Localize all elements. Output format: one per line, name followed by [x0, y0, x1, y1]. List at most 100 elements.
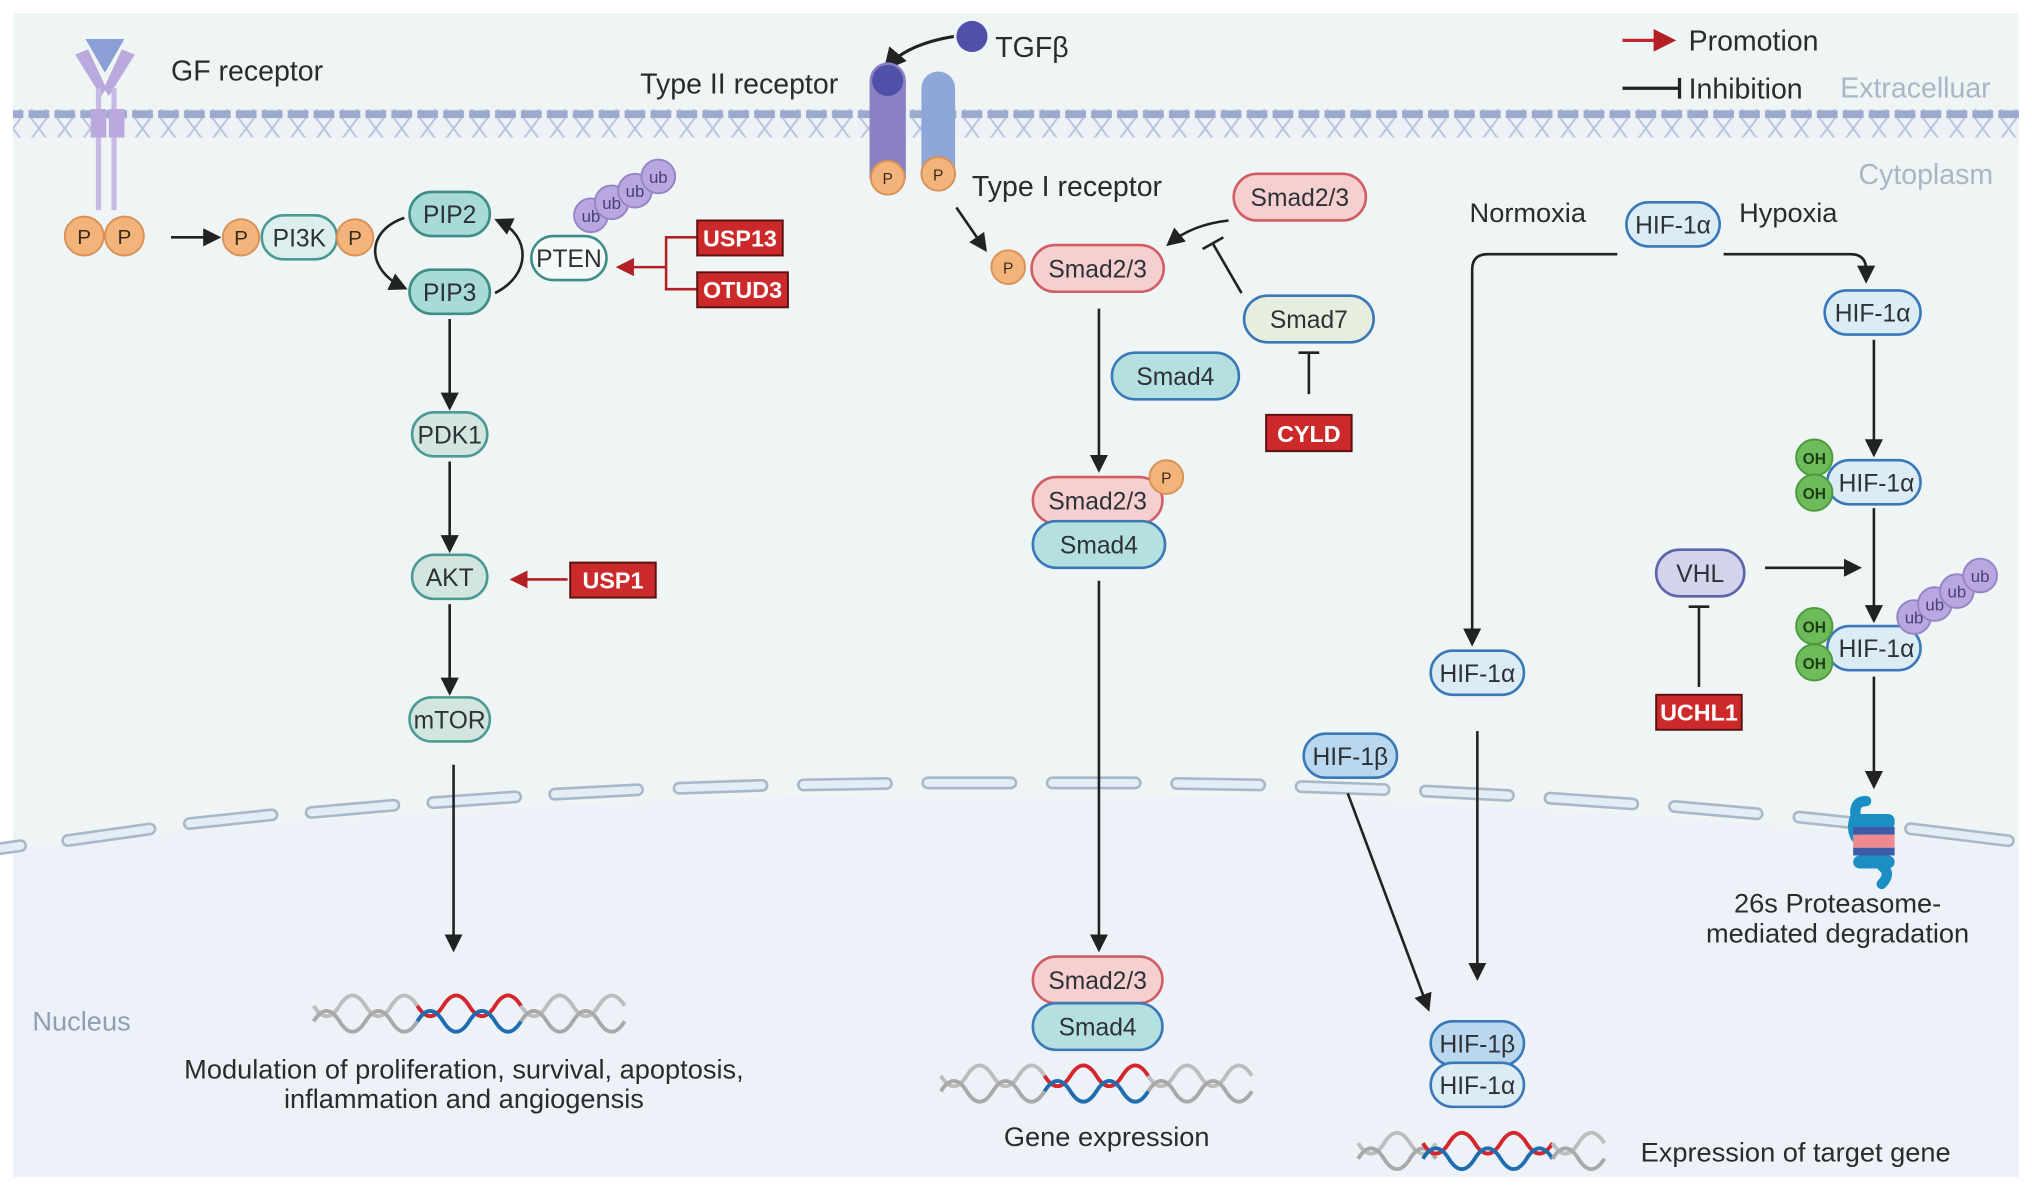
svg-text:PDK1: PDK1 [418, 422, 482, 449]
svg-text:ub: ub [1925, 596, 1944, 615]
vhl-node: VHL [1654, 548, 1746, 598]
usp1-box: USP1 [569, 561, 657, 599]
svg-text:P: P [933, 167, 943, 184]
svg-text:P: P [883, 171, 893, 188]
svg-text:OH: OH [1803, 451, 1826, 468]
uchl1-box: UCHL1 [1655, 693, 1743, 731]
svg-text:Smad2/3: Smad2/3 [1048, 488, 1147, 515]
hif1b-cytoplasm-node: HIF-1β [1302, 732, 1399, 780]
arrow-smad23-recruit [1166, 219, 1229, 247]
hif-outcome-label: Expression of target gene [1641, 1136, 1951, 1167]
otud3-box: OTUD3 [696, 271, 789, 309]
cyld-box: CYLD [1265, 413, 1353, 453]
type1-receptor-label: Type I receptor [972, 171, 1163, 203]
pi3k-outcome-line1: Modulation of proliferation, survival, a… [184, 1053, 743, 1084]
gf-receptor-icon [75, 39, 135, 211]
usp13-box: USP13 [696, 219, 784, 257]
tgfb-label: TGFβ [995, 32, 1068, 64]
pten-node: PTEN [530, 234, 608, 282]
receptor-phospho-tgf: P P [869, 156, 957, 196]
proteasome-label-line1: 26s Proteasome- [1734, 888, 1941, 919]
smad-complex-cytoplasm: Smad2/3 P Smad4 [1031, 459, 1185, 570]
hif1a-hydroxylated-node: HIF-1α OH OH [1795, 438, 1922, 512]
tgf-outcome-label: Gene expression [1004, 1121, 1210, 1152]
proteasome-icon [1847, 795, 1895, 890]
hif1a-normoxia-node: HIF-1α [1429, 649, 1526, 697]
svg-text:HIF-1α: HIF-1α [1439, 661, 1515, 688]
usp13-otud3-promotion [615, 236, 698, 291]
arrow-normoxia-branch [1463, 252, 1618, 647]
mtor-node: mTOR [408, 696, 492, 743]
region-label-nucleus: Nucleus [32, 1005, 130, 1036]
svg-text:USP1: USP1 [583, 568, 644, 594]
smad7-node: Smad7 [1242, 294, 1375, 344]
receptor-phospho-pair: P P [63, 215, 145, 257]
nucleus-background [12, 793, 2020, 1177]
svg-text:Smad2/3: Smad2/3 [1048, 257, 1147, 284]
hif-ubiquitin-chain: ub ub ub ub [1896, 557, 1998, 635]
svg-text:PIP2: PIP2 [423, 202, 476, 229]
hif1a-hypoxia-node: HIF-1α [1823, 289, 1922, 336]
pdk1-node: PDK1 [410, 410, 489, 458]
svg-text:Smad4: Smad4 [1060, 533, 1138, 560]
svg-text:Smad2/3: Smad2/3 [1251, 185, 1349, 212]
svg-text:ub: ub [1905, 609, 1924, 628]
svg-text:P: P [1161, 471, 1171, 488]
arrow-hif1b-to-nucleus [1346, 792, 1432, 1012]
svg-text:AKT: AKT [426, 565, 474, 592]
hif1a-top-node: HIF-1α [1625, 201, 1721, 248]
pi3k-outcome-line2: inflammation and angiogensis [284, 1083, 644, 1114]
svg-text:HIF-1α: HIF-1α [1439, 1073, 1515, 1100]
svg-text:HIF-1α: HIF-1α [1635, 212, 1711, 239]
svg-text:P: P [348, 227, 362, 250]
svg-text:PI3K: PI3K [273, 225, 327, 252]
svg-text:Smad4: Smad4 [1059, 1015, 1137, 1042]
nuclear-membrane [0, 776, 2015, 857]
dna-helix-icon [1356, 1130, 1606, 1171]
smad4-free-node: Smad4 [1110, 351, 1241, 401]
svg-text:ub: ub [626, 182, 645, 201]
svg-text:CYLD: CYLD [1277, 421, 1340, 447]
akt-node: AKT [410, 553, 489, 601]
svg-text:OH: OH [1803, 656, 1826, 673]
svg-text:OTUD3: OTUD3 [703, 277, 782, 303]
smad23-free-node: Smad2/3 [1232, 172, 1368, 222]
svg-text:USP13: USP13 [703, 225, 777, 251]
svg-text:OH: OH [1803, 486, 1826, 503]
tgfb-ligand-icon [956, 20, 988, 53]
svg-text:ub: ub [602, 194, 621, 213]
legend: Promotion Inhibition [1622, 26, 1818, 106]
svg-text:ub: ub [1947, 583, 1966, 602]
svg-text:VHL: VHL [1676, 561, 1724, 588]
hif1a-ubiquitinated-node: HIF-1α OH OH [1795, 606, 1922, 682]
pten-ubiquitin-chain: ub ub ub ub [573, 158, 677, 234]
svg-text:HIF-1α: HIF-1α [1839, 636, 1915, 663]
smad23-phospho-node: P Smad2/3 [990, 243, 1166, 294]
proteasome-label-line2: mediated degradation [1706, 917, 1969, 948]
gf-receptor-label: GF receptor [171, 56, 324, 88]
region-label-extracellular: Extracelluar [1840, 72, 1991, 104]
svg-text:P: P [77, 226, 91, 249]
svg-text:PTEN: PTEN [536, 246, 602, 273]
plasma-membrane [12, 109, 2020, 138]
svg-text:P: P [117, 226, 131, 249]
svg-text:HIF-1α: HIF-1α [1839, 470, 1915, 497]
hif-complex-nucleus: HIF-1β HIF-1α [1429, 1020, 1526, 1109]
smad-complex-nucleus: Smad2/3 Smad4 [1031, 955, 1164, 1052]
hypoxia-label: Hypoxia [1739, 197, 1838, 228]
pip2-node: PIP2 [408, 190, 492, 238]
arrow-pip3-to-pip2 [494, 218, 524, 295]
dna-helix-icon [311, 993, 627, 1034]
svg-text:ub: ub [649, 168, 668, 187]
svg-text:mTOR: mTOR [414, 707, 486, 734]
arrow-pip2-to-pip3 [373, 216, 408, 290]
legend-inhibition: Inhibition [1689, 74, 1803, 106]
svg-text:PIP3: PIP3 [423, 280, 476, 307]
svg-text:HIF-1β: HIF-1β [1313, 744, 1389, 771]
svg-text:Smad7: Smad7 [1270, 307, 1348, 334]
svg-text:Smad4: Smad4 [1136, 364, 1214, 391]
arrow-receptor-to-smad23 [955, 206, 987, 252]
svg-text:ub: ub [1971, 567, 1990, 586]
svg-text:OH: OH [1803, 620, 1826, 637]
